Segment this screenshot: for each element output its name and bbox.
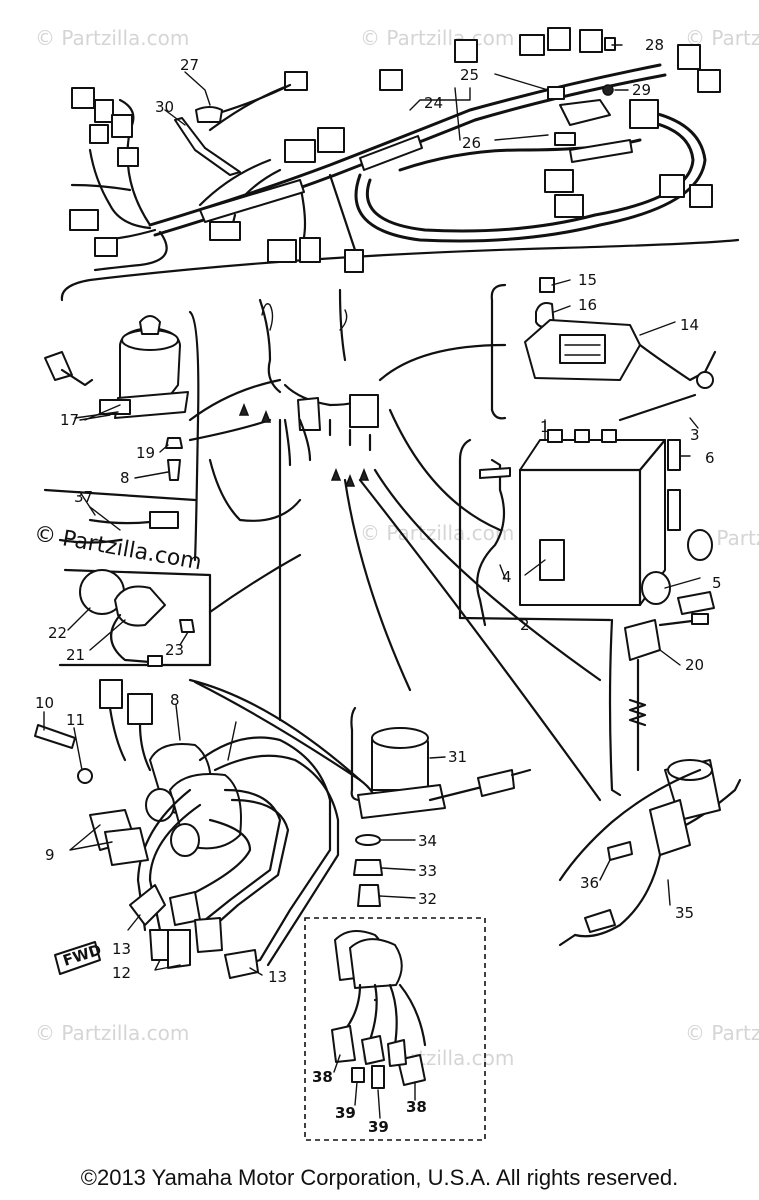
callout-39: 39 xyxy=(368,1118,389,1136)
watermark: © Partzilla.com xyxy=(360,26,514,50)
callout-20: 20 xyxy=(685,656,704,674)
callout-13: 13 xyxy=(268,968,287,986)
callout-13: 13 xyxy=(112,940,131,958)
callout-28: 28 xyxy=(645,36,664,54)
callout-17: 17 xyxy=(60,411,79,429)
callout-33: 33 xyxy=(418,862,437,880)
callout-38: 38 xyxy=(406,1098,427,1116)
callout-31: 31 xyxy=(448,748,467,766)
watermark: © Partzilla.com xyxy=(35,26,189,50)
copyright-notice: ©2013 Yamaha Motor Corporation, U.S.A. A… xyxy=(80,1165,679,1190)
watermark: © Partzilla.com xyxy=(32,521,204,575)
callout-8: 8 xyxy=(120,469,130,487)
watermark: © Partzilla.com xyxy=(685,1021,759,1045)
callout-19: 19 xyxy=(136,444,155,462)
callout-4: 4 xyxy=(502,568,512,586)
callout-labels: 1 2 3 4 5 6 8 8 9 10 11 12 13 13 14 15 1… xyxy=(35,36,722,1136)
callout-24: 24 xyxy=(424,94,443,112)
callout-23: 23 xyxy=(165,641,184,659)
callout-5: 5 xyxy=(712,574,722,592)
callout-8: 8 xyxy=(170,691,180,709)
watermark: © Partzilla.com xyxy=(35,1021,189,1045)
callout-2: 2 xyxy=(520,616,530,634)
watermark: © Partzilla.com xyxy=(360,1046,514,1070)
callout-27: 27 xyxy=(180,56,199,74)
callout-9: 9 xyxy=(45,846,55,864)
callout-11: 11 xyxy=(66,711,85,729)
neutral-switch-group xyxy=(43,488,302,667)
callout-30: 30 xyxy=(155,98,174,116)
callout-15: 15 xyxy=(578,271,597,289)
battery-regulator-group xyxy=(458,277,717,627)
ignition-coil-group: FWD xyxy=(34,679,378,979)
callout-3: 3 xyxy=(690,426,700,444)
callout-21: 21 xyxy=(66,646,85,664)
callout-leaders xyxy=(43,44,701,1119)
callout-22: 22 xyxy=(48,624,67,642)
callout-6: 6 xyxy=(705,449,715,467)
callout-38: 38 xyxy=(312,1068,333,1086)
main-wire-harness xyxy=(60,27,740,302)
plug-cap-option-box xyxy=(304,917,486,1141)
callout-39: 39 xyxy=(335,1104,356,1122)
callout-34: 34 xyxy=(418,832,437,850)
main-switch-group xyxy=(44,310,200,562)
callout-16: 16 xyxy=(578,296,597,314)
callout-14: 14 xyxy=(680,316,699,334)
callout-32: 32 xyxy=(418,890,437,908)
callout-12: 12 xyxy=(112,964,131,982)
starter-switch-group xyxy=(558,591,742,947)
callout-26: 26 xyxy=(462,134,481,152)
callout-29: 29 xyxy=(632,81,651,99)
callout-37: 37 xyxy=(74,488,93,506)
starter-relay-group xyxy=(350,706,532,1002)
callout-10: 10 xyxy=(35,694,54,712)
watermark: © Partzilla.com xyxy=(360,521,514,545)
callout-1: 1 xyxy=(540,418,550,436)
callout-25: 25 xyxy=(460,66,479,84)
callout-35: 35 xyxy=(675,904,694,922)
callout-36: 36 xyxy=(580,874,599,892)
center-hub-wires xyxy=(188,288,602,802)
